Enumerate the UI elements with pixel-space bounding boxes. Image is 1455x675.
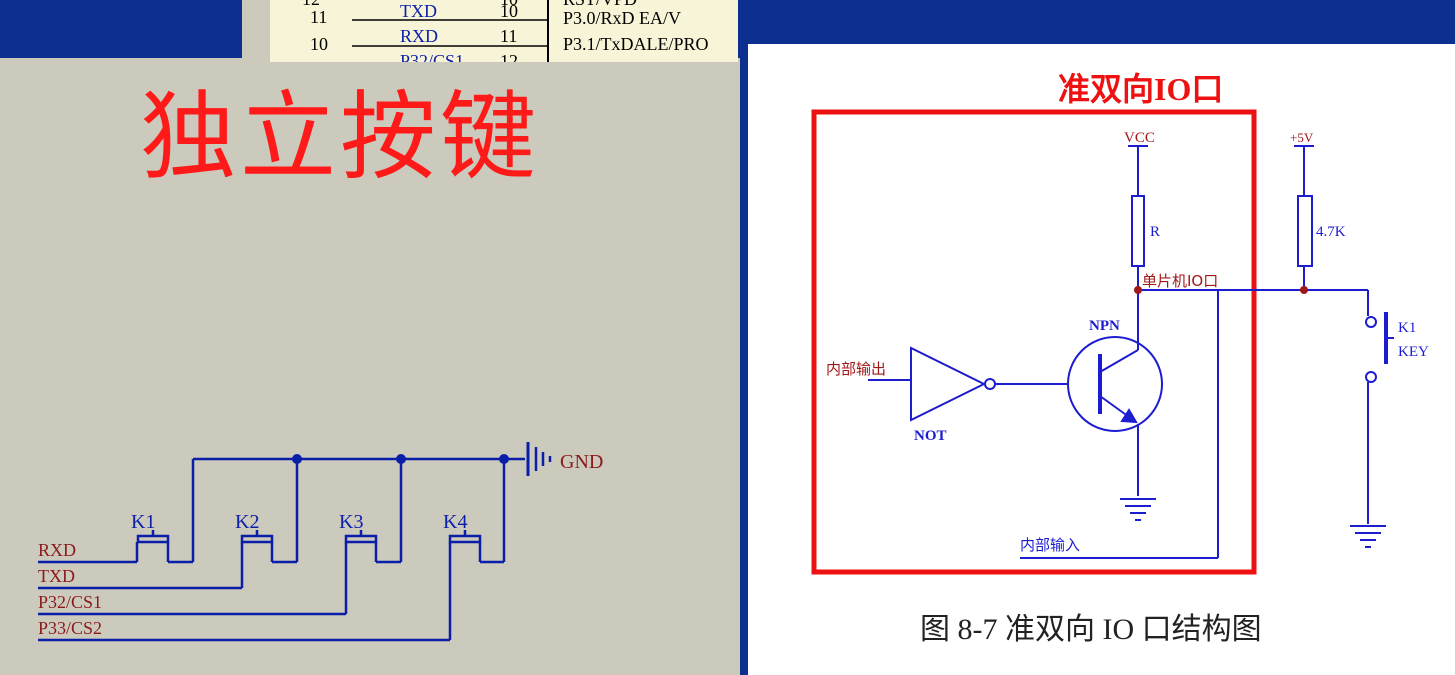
resistor-label-r: R [1150, 224, 1160, 240]
pin-row-pin: 10 [500, 0, 518, 9]
internal-input-label: 内部输入 [1020, 536, 1080, 554]
junction-dot [1134, 286, 1142, 294]
pin-row-signal: TXD [400, 1, 437, 21]
io-structure-diagram: 准双向IO口 [811, 71, 1429, 646]
pin-table: 12 10 RST/VPD 11 TXD 10 P3.0/RxD EA/V 10… [270, 0, 738, 62]
net-label-txd: TXD [38, 566, 75, 586]
pin-row-pin: 10 [500, 1, 518, 21]
left-panel-top-strip [242, 0, 270, 60]
junction-dot [1300, 286, 1308, 294]
pin-row-num: 10 [310, 34, 328, 54]
pin-row-desc: RST/VPD [563, 0, 637, 9]
v5-label: +5V [1290, 130, 1314, 145]
pin-row-pin: 11 [500, 26, 517, 46]
box-title: 准双向IO口 [1058, 71, 1223, 107]
key-label-k2: K2 [235, 511, 259, 533]
pin-row-signal: P32/CS1 [400, 51, 464, 62]
internal-output-label: 内部输出 [826, 360, 886, 378]
key-label-k1: K1 [131, 511, 155, 533]
pin-row-num: 12 [302, 0, 320, 9]
left-panel [0, 58, 740, 675]
pin-row-pin: 12 [500, 51, 518, 62]
net-label-p32: P32/CS1 [38, 592, 102, 612]
resistor-label-47k: 4.7K [1316, 224, 1346, 240]
pin-row-desc: P3.1/TxDALE/PRO [563, 34, 709, 54]
not-gate-label: NOT [914, 428, 947, 444]
junction-dot [499, 454, 509, 464]
switch-label-k1: K1 [1398, 320, 1416, 336]
pin-row-num: 11 [310, 7, 327, 27]
pin-row-signal: RXD [400, 26, 438, 46]
key-label-k4: K4 [443, 511, 467, 533]
gnd-label: GND [560, 451, 603, 473]
key-label-k3: K3 [339, 511, 363, 533]
junction-dot [292, 454, 302, 464]
net-label-p33: P33/CS2 [38, 618, 102, 638]
io-port-label: 单片机IO口 [1142, 272, 1218, 290]
key-schematic: GND K1 K2 K3 K4 RXD TXD P32/CS1 P33/CS2 [38, 442, 603, 642]
net-label-rxd: RXD [38, 540, 76, 560]
npn-label: NPN [1089, 318, 1120, 334]
io-boundary-box [811, 109, 1257, 575]
junction-dot [396, 454, 406, 464]
switch-label-key: KEY [1398, 344, 1429, 360]
vcc-label: VCC [1124, 130, 1155, 146]
pin-row-desc: P3.0/RxD EA/V [563, 8, 681, 28]
left-title: 独立按键 [140, 81, 540, 193]
figure-caption: 图 8-7 准双向 IO 口结构图 [920, 613, 1262, 646]
pin-table-drawing: 12 10 RST/VPD 11 TXD 10 P3.0/RxD EA/V 10… [302, 0, 709, 62]
